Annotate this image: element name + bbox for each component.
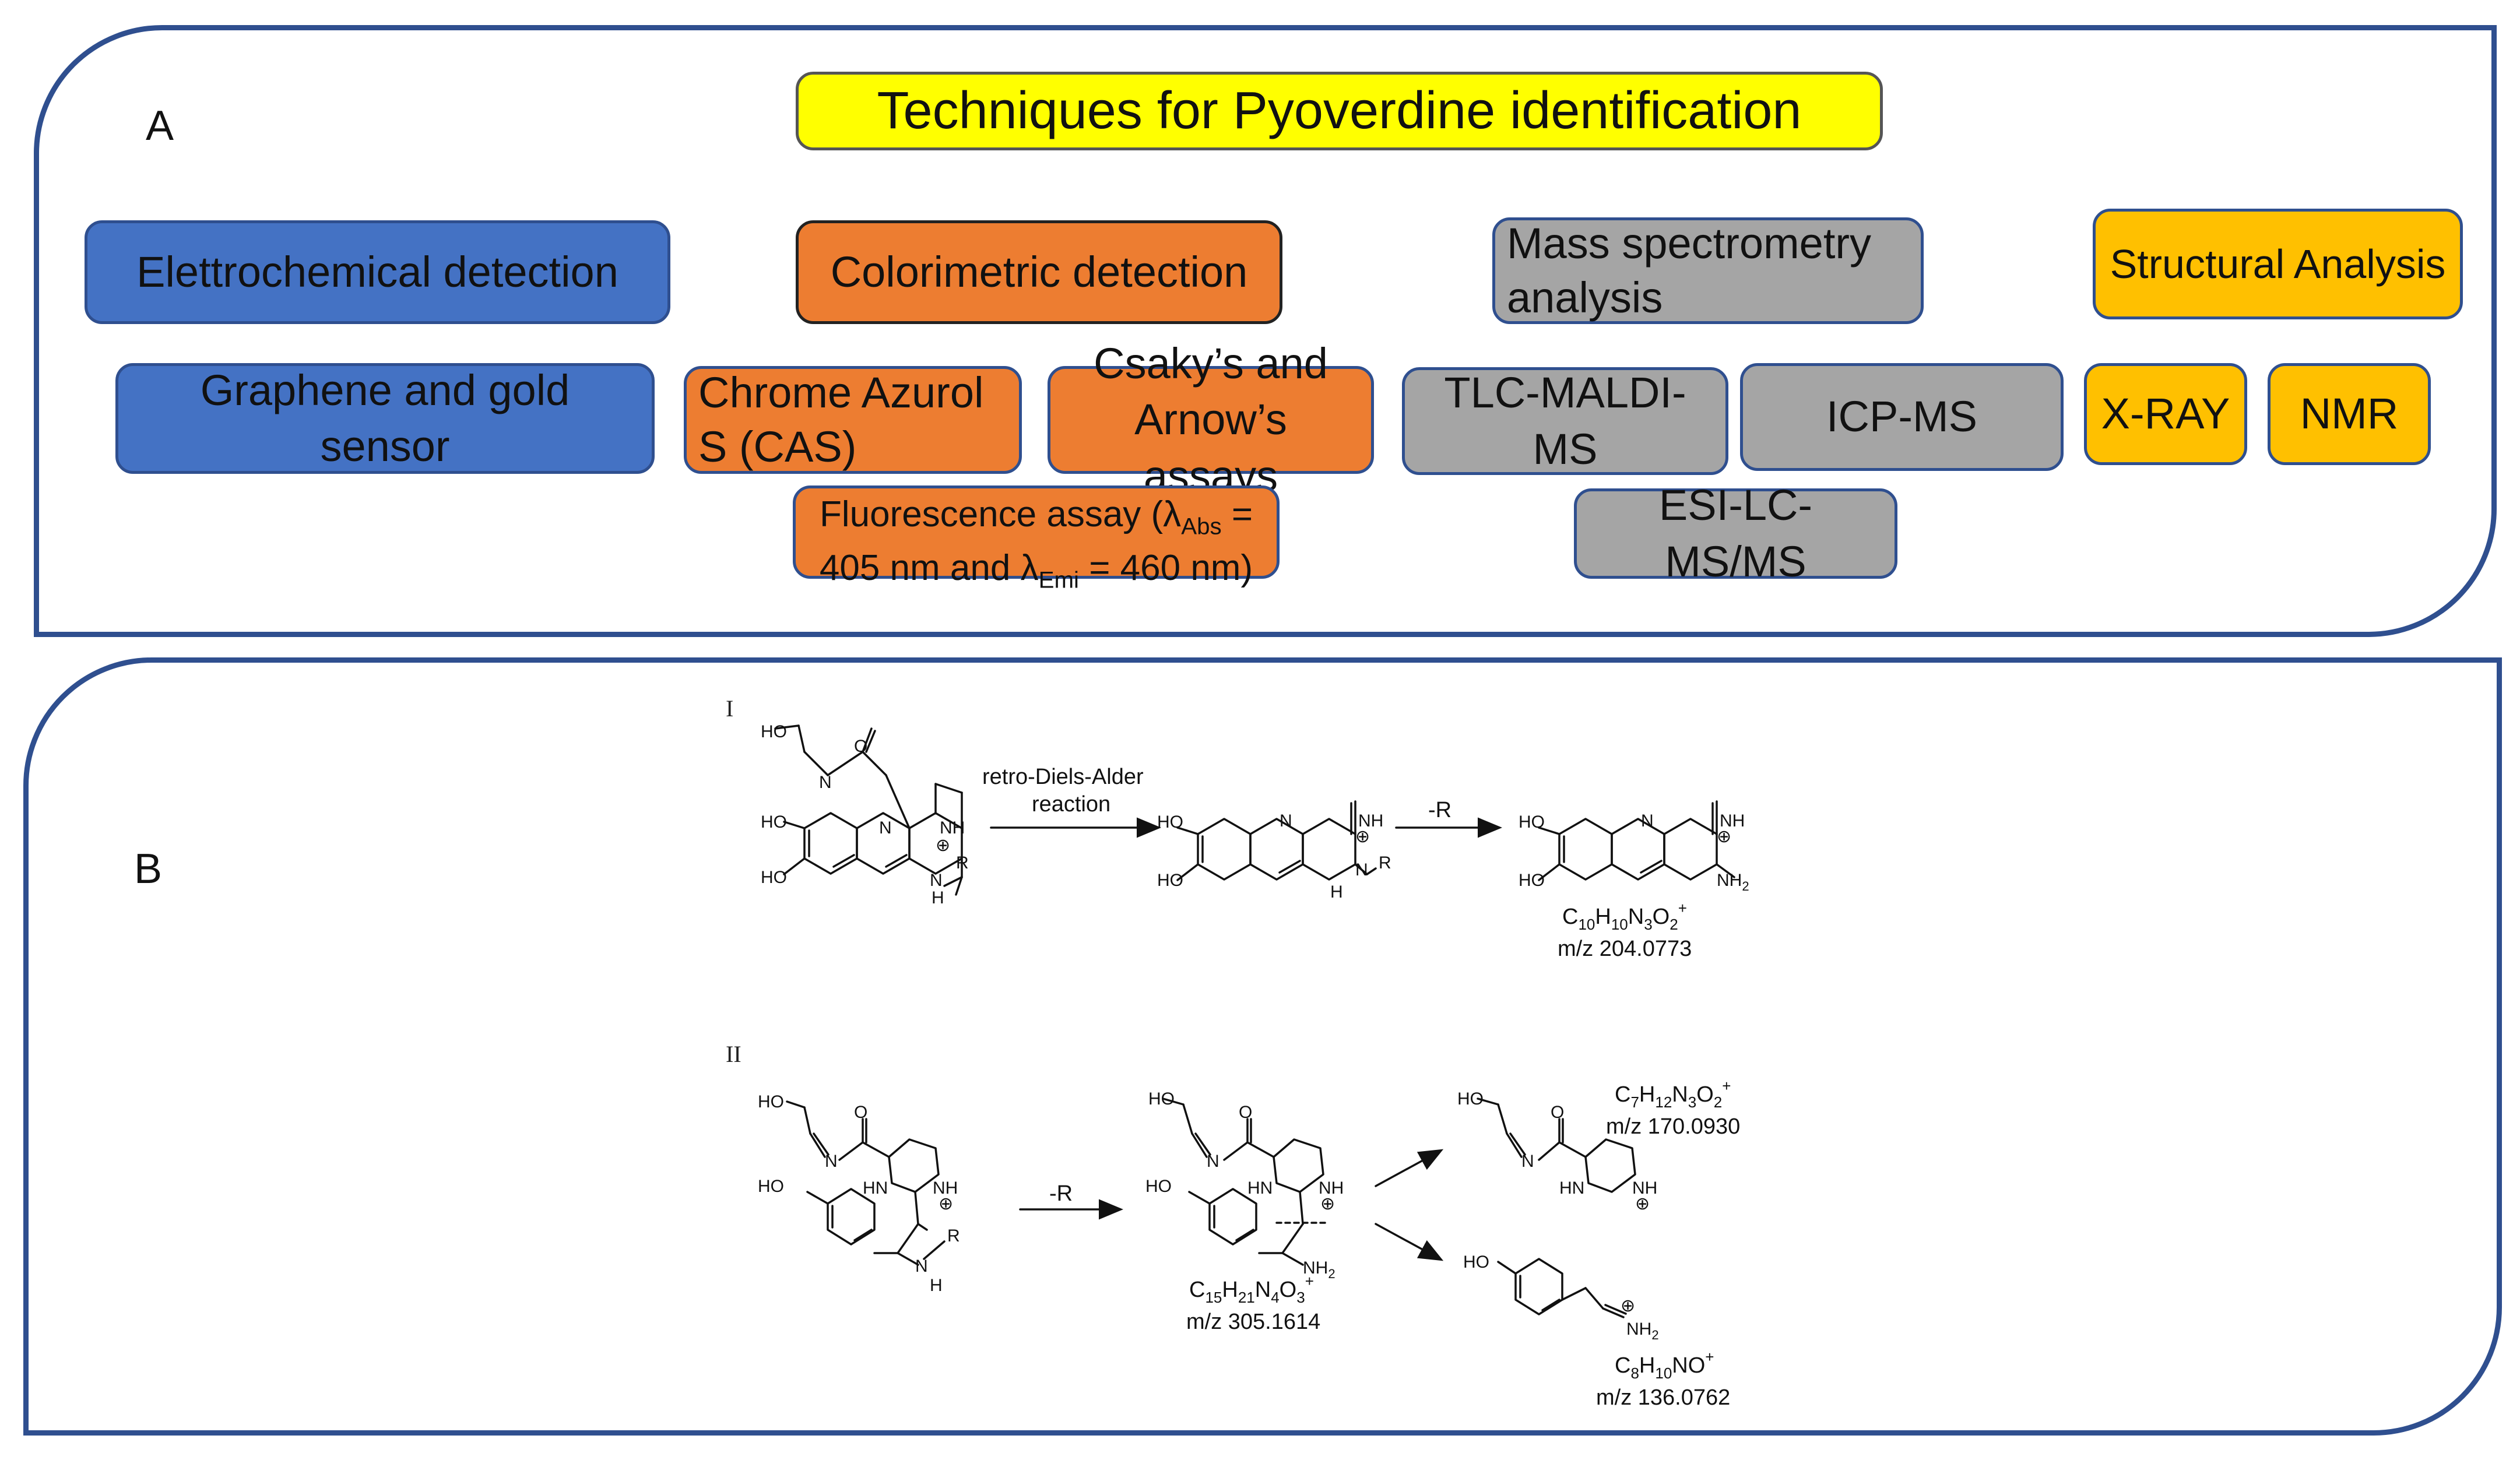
r1-carbonyl-o: O [854, 737, 867, 756]
r1-prod-ho-2: HO [1519, 871, 1545, 890]
r2-ho-phenol: HO [758, 1177, 784, 1196]
r2-frag1-hn: HN [1559, 1178, 1584, 1198]
r2-int-n: N [1207, 1152, 1219, 1171]
r1-int-nh: NH [1358, 811, 1383, 831]
route-2-fragment-2-mz: m/z 136.0762 [1596, 1385, 1730, 1410]
route-2-intermediate-mz: m/z 305.1614 [1186, 1310, 1320, 1334]
r1-imine-n: N [819, 773, 832, 792]
method-nmr: NMR [2268, 363, 2431, 465]
method-xray: X-RAY [2084, 363, 2247, 465]
fluorescence-text-1: Fluorescence assay (λ [819, 494, 1182, 534]
panel-a-label: A [146, 103, 174, 149]
route-2-arrow-fragment-1 [1375, 1149, 1444, 1187]
r2-int-ho-top: HO [1148, 1089, 1175, 1109]
r2-frag2-charge: ⊕ [1621, 1296, 1635, 1315]
panel-b-frame [23, 657, 2502, 1436]
category-mass-spectrometry: Mass spectrometry analysis [1492, 217, 1924, 324]
method-esi-lc-ms: ESI-LC-MS/MS [1574, 481, 1897, 586]
route-2-numeral: II [726, 1041, 741, 1067]
route-1-product-mz: m/z 204.0773 [1558, 937, 1692, 961]
route-2-intermediate-formula: C15H21N4O3+ [1189, 1272, 1314, 1306]
route-1-intermediate-structure [1176, 800, 1377, 881]
method-chrome-azurol: Chrome Azurol S (CAS) [684, 366, 1022, 474]
method-tlc-maldi-ms: TLC-MALDI-MS [1402, 367, 1728, 475]
r2-carbonyl-o: O [854, 1103, 867, 1122]
r1-int-ho-2: HO [1157, 871, 1183, 890]
r2-hn: HN [863, 1178, 888, 1198]
r1-int-ho-1: HO [1157, 812, 1183, 832]
r1-ho-top: HO [761, 722, 787, 741]
method-fluorescence-assay: Fluorescence assay (λAbs = 405 nm and λE… [793, 486, 1280, 593]
r2-int-nh2: NH2 [1303, 1258, 1335, 1281]
category-colorimetric: Colorimetric detection [796, 220, 1282, 324]
route-2-reactant-structure [786, 1100, 946, 1266]
r2-frag1-nh: NH [1632, 1178, 1657, 1198]
r2-frag2-ho: HO [1463, 1253, 1489, 1272]
fluorescence-text-2: = 405 nm and λ [819, 494, 1253, 588]
route-2-minus-r-label: -R [1049, 1181, 1073, 1206]
method-graphene-gold-sensor: Graphene and gold sensor [115, 363, 655, 474]
r1-prod-charge: ⊕ [1717, 827, 1731, 846]
r2-imine-n: N [825, 1152, 838, 1171]
route-2-fragment-1-structure [1477, 1097, 1636, 1193]
r1-int-charge: ⊕ [1355, 827, 1370, 846]
r1-prod-ho-1: HO [1519, 812, 1545, 832]
route-2-fragment-2-formula: C8H10NO+ [1615, 1348, 1714, 1382]
r1-amine-n: N [930, 871, 943, 890]
panel-b-label: B [134, 846, 163, 892]
r2-frag2-nh2: NH2 [1626, 1320, 1659, 1342]
r1-ring-n: N [879, 818, 892, 838]
r2-int-o: O [1239, 1103, 1252, 1122]
route-1-numeral: I [726, 695, 734, 722]
r1-prod-ring-n: N [1641, 811, 1654, 831]
r1-charge: ⊕ [936, 836, 950, 855]
r1-prod-nh: NH [1720, 811, 1745, 831]
r1-ho-ring-2: HO [761, 868, 787, 887]
r1-int-n: N [1355, 860, 1368, 879]
r2-int-nh: NH [1319, 1178, 1344, 1198]
r2-frag1-n: N [1521, 1152, 1534, 1171]
route-2-fragment-1-formula: C7H12N3O2+ [1615, 1077, 1731, 1111]
route-1-product-formula: C10H10N3O2+ [1562, 899, 1687, 933]
r1-int-ring-n: N [1280, 811, 1292, 831]
r2-frag1-o: O [1551, 1103, 1564, 1122]
route-2-fragment-1-mz: m/z 170.0930 [1606, 1114, 1740, 1139]
route-2-arrow-fragment-2 [1375, 1223, 1444, 1261]
r2-r: R [947, 1226, 960, 1246]
diagram-title: Techniques for Pyoverdine identification [796, 72, 1883, 150]
route-2-fragment-2-structure [1497, 1258, 1627, 1318]
r2-ho-top: HO [758, 1092, 784, 1111]
r2-charge: ⊕ [939, 1194, 953, 1213]
r2-int-charge: ⊕ [1320, 1194, 1335, 1213]
r2-int-hn: HN [1247, 1178, 1273, 1198]
fluorescence-emi-sub: Emi [1038, 567, 1079, 593]
r2-h: H [930, 1276, 943, 1295]
r2-frag1-ho: HO [1457, 1089, 1484, 1109]
route-1-reaction-label-1: retro-Diels-Alder [982, 765, 1144, 789]
r1-r-group: R [956, 853, 969, 873]
r1-ho-ring-1: HO [761, 812, 787, 832]
route-1-product-structure [1538, 800, 1735, 881]
r1-amine-h: H [932, 888, 944, 907]
route-1-minus-r-label: -R [1428, 798, 1451, 822]
method-icp-ms: ICP-MS [1740, 363, 2064, 471]
r2-nh: NH [933, 1178, 958, 1198]
route-1-reactant-structure [774, 724, 963, 896]
fluorescence-text-3: = 460 nm) [1079, 547, 1253, 588]
r1-nh: NH [940, 818, 965, 838]
r2-frag1-charge: ⊕ [1635, 1194, 1650, 1213]
route-2-intermediate-structure [1162, 1097, 1330, 1266]
fluorescence-abs-sub: Abs [1181, 513, 1222, 540]
r2-n: N [915, 1257, 928, 1276]
category-electrochemical: Elettrochemical detection [85, 220, 670, 324]
r2-int-ho-phenol: HO [1145, 1177, 1172, 1196]
r1-prod-nh2: NH2 [1717, 871, 1749, 893]
route-1-reaction-label-2: reaction [1032, 792, 1110, 817]
r1-int-r: R [1379, 853, 1391, 873]
category-structural: Structural Analysis [2093, 209, 2463, 319]
r1-int-h: H [1330, 882, 1343, 902]
